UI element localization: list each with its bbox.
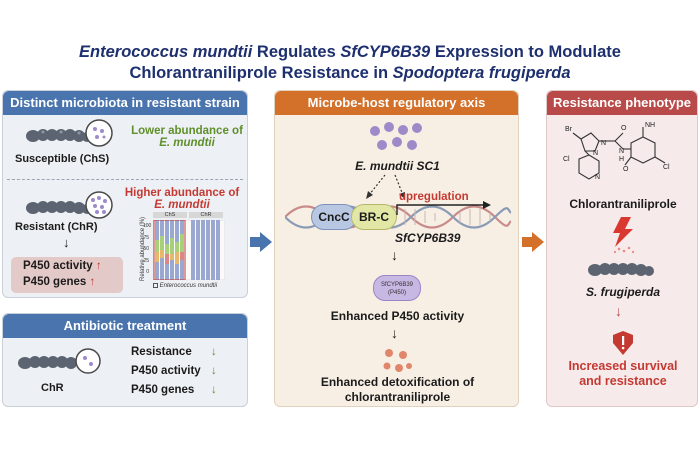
chs-bars — [153, 220, 186, 280]
microbe-magnifier-icon — [85, 119, 113, 147]
antibiotic-effects-list: Resistance↓ P450 activity↓ P450 genes↓ — [131, 346, 217, 396]
down-arrow-icon: ↓ — [211, 365, 217, 377]
up-arrow-icon: ↑ — [95, 260, 102, 272]
caterpillar-icon — [588, 263, 654, 276]
brc-factor: BR-C — [351, 204, 397, 230]
panel-header: Microbe-host regulatory axis — [275, 91, 518, 115]
signal-arrows — [366, 174, 405, 199]
panel-header: Distinct microbiota in resistant strain — [3, 91, 247, 115]
down-arrow-icon: ↓ — [63, 235, 70, 250]
outcome-label: Increased survival and resistance — [568, 359, 678, 388]
caterpillar-icon — [26, 201, 92, 214]
right-arrow-icon — [522, 232, 544, 252]
svg-text:N: N — [619, 148, 624, 155]
p450-summary-box: P450 activity ↑ P450 genes ↑ — [11, 257, 123, 293]
svg-text:Cl: Cl — [563, 156, 570, 163]
chr-label: ChR — [41, 382, 64, 394]
panel-resistance-phenotype: Resistance phenotype Br O NH N N N Cl Cl… — [546, 90, 698, 407]
metabolite-dots-icon — [383, 349, 412, 372]
microbe-magnifier-icon — [75, 348, 101, 374]
svg-text:O: O — [621, 125, 627, 132]
svg-text:N: N — [595, 174, 600, 181]
chart-col-chs: ChS — [153, 212, 187, 218]
svg-text:O: O — [623, 166, 629, 173]
svg-text:Cl: Cl — [663, 164, 670, 171]
diagram-title-line1: Enterococcus mundtii Regulates SfCYP6B39… — [79, 43, 621, 61]
abundance-bar-chart — [153, 220, 225, 280]
svg-text:NH: NH — [645, 122, 655, 129]
lower-abundance-text: Lower abundance of E. mundtii — [131, 125, 243, 149]
species-label: S. frugiperda — [585, 285, 660, 299]
caterpillar-icon — [18, 356, 77, 369]
cncc-factor: CncC — [311, 204, 357, 230]
chr-bars — [191, 220, 220, 280]
svg-text:N: N — [601, 140, 606, 147]
svg-text:H: H — [619, 156, 624, 163]
up-arrow-icon: ↑ — [89, 276, 96, 288]
compound-label: Chlorantraniliprole — [569, 197, 677, 211]
panel-antibiotic-treatment: Antibiotic treatment ChR Resistance↓ P45… — [2, 313, 248, 407]
enhanced-p450-label: Enhanced P450 activity — [330, 309, 465, 323]
chart-col-chr: ChR — [189, 212, 223, 218]
down-arrow-icon: ↓ — [615, 303, 622, 319]
upregulation-label: upregulation — [399, 191, 469, 203]
gene-label: SfCYP6B39 — [395, 231, 461, 245]
down-arrow-icon: ↓ — [391, 247, 398, 263]
bacterium-label: E. mundtii SC1 — [355, 159, 440, 173]
lightning-icon — [613, 217, 635, 254]
down-arrow-icon: ↓ — [211, 384, 217, 396]
bacteria-cluster-icon — [370, 122, 422, 150]
warning-shield-icon — [613, 331, 633, 355]
microbe-magnifier-icon — [85, 191, 113, 219]
down-arrow-icon: ↓ — [391, 325, 398, 341]
panel-header: Resistance phenotype — [547, 91, 697, 115]
chart-ticks: 100 75 50 25 0 — [143, 223, 152, 275]
higher-abundance-text: Higher abundance of E. mundtii — [124, 187, 240, 211]
section-divider — [7, 179, 243, 180]
detox-label: Enhanced detoxification of chlorantranil… — [320, 375, 475, 404]
resistant-label: Resistant (ChR) — [15, 221, 98, 233]
upregulation-arrow — [396, 201, 491, 215]
svg-text:N: N — [593, 150, 598, 157]
right-arrow-icon — [250, 232, 272, 252]
diagram-title-line2: Chlorantraniliprole Resistance in Spodop… — [129, 64, 571, 82]
chlorantraniliprole-structure: Br O NH N N N Cl Cl N H O — [563, 122, 670, 181]
svg-text:Br: Br — [565, 126, 573, 133]
panel-regulatory-axis: Microbe-host regulatory axis E. mundtii … — [274, 90, 519, 407]
protein-blob: SfCYP6B39 (P450) — [373, 275, 421, 301]
susceptible-label: Susceptible (ChS) — [15, 153, 110, 165]
panel-distinct-microbiota: Distinct microbiota in resistant strain … — [2, 90, 248, 298]
down-arrow-icon: ↓ — [211, 346, 217, 358]
chart-legend: Enterococcus mundtii — [153, 283, 217, 289]
panel-header: Antibiotic treatment — [3, 314, 247, 338]
